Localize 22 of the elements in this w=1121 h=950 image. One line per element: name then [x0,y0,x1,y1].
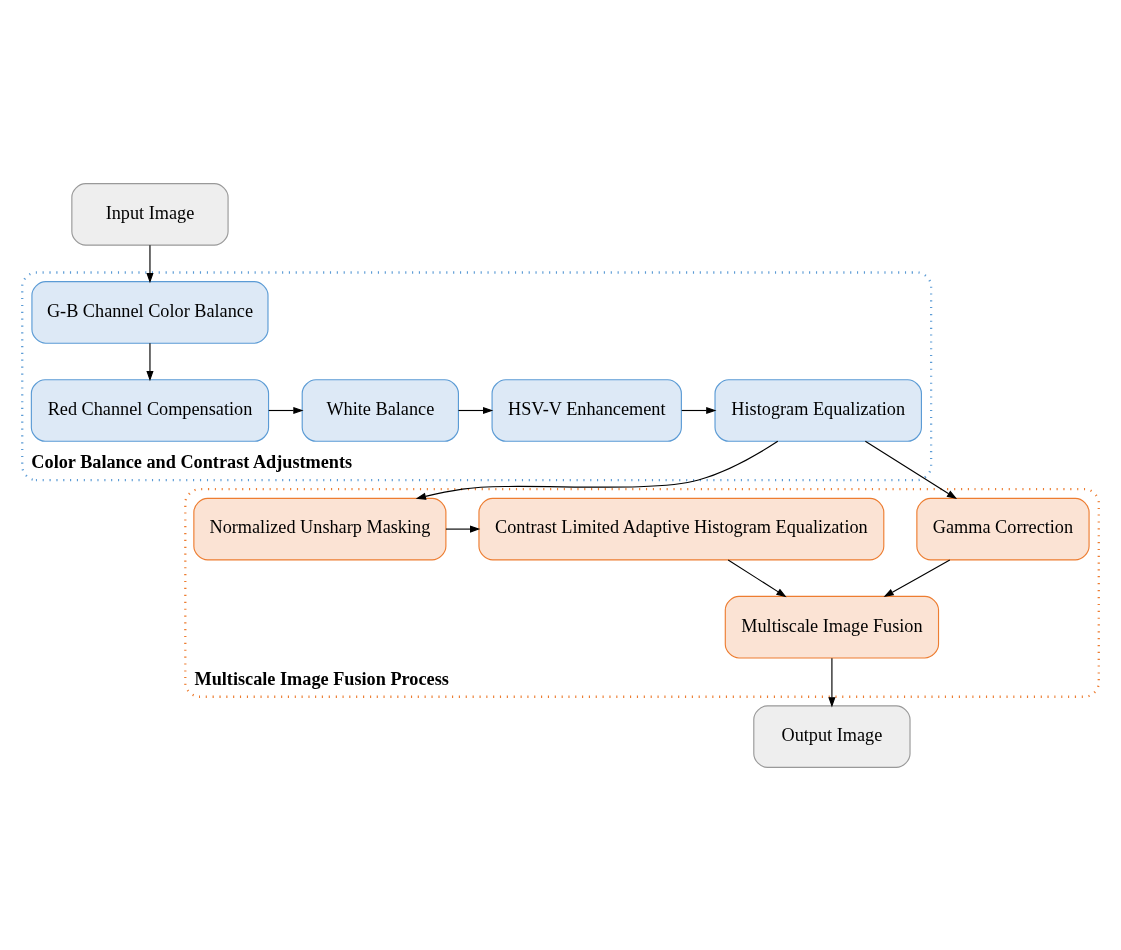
arrow [727,558,787,597]
node-box: Gamma Correction [916,497,1090,560]
node-box: Histogram Equalization [714,378,922,442]
node-box: Normalized Unsharp Masking [193,497,447,560]
node-box: Contrast Limited Adaptive Histogram Equalization [478,497,885,560]
arrow [146,244,154,283]
arrow [864,440,958,499]
arrow [268,406,304,414]
node-box: White Balance [301,378,459,442]
arrow [457,406,494,414]
arrow [883,558,951,597]
arrow [828,657,836,708]
arrow [415,440,779,500]
node-box: Multiscale Image Fusion [724,595,940,659]
node-box: Output Image [753,704,911,768]
node-box: Red Channel Compensation [30,378,270,442]
arrow [146,342,154,381]
arrow [681,406,717,414]
node-box: Input Image [71,182,229,246]
arrow [445,525,481,533]
node-box: G-B Channel Color Balance [31,280,269,344]
node-box: HSV-V Enhancement [491,378,682,442]
